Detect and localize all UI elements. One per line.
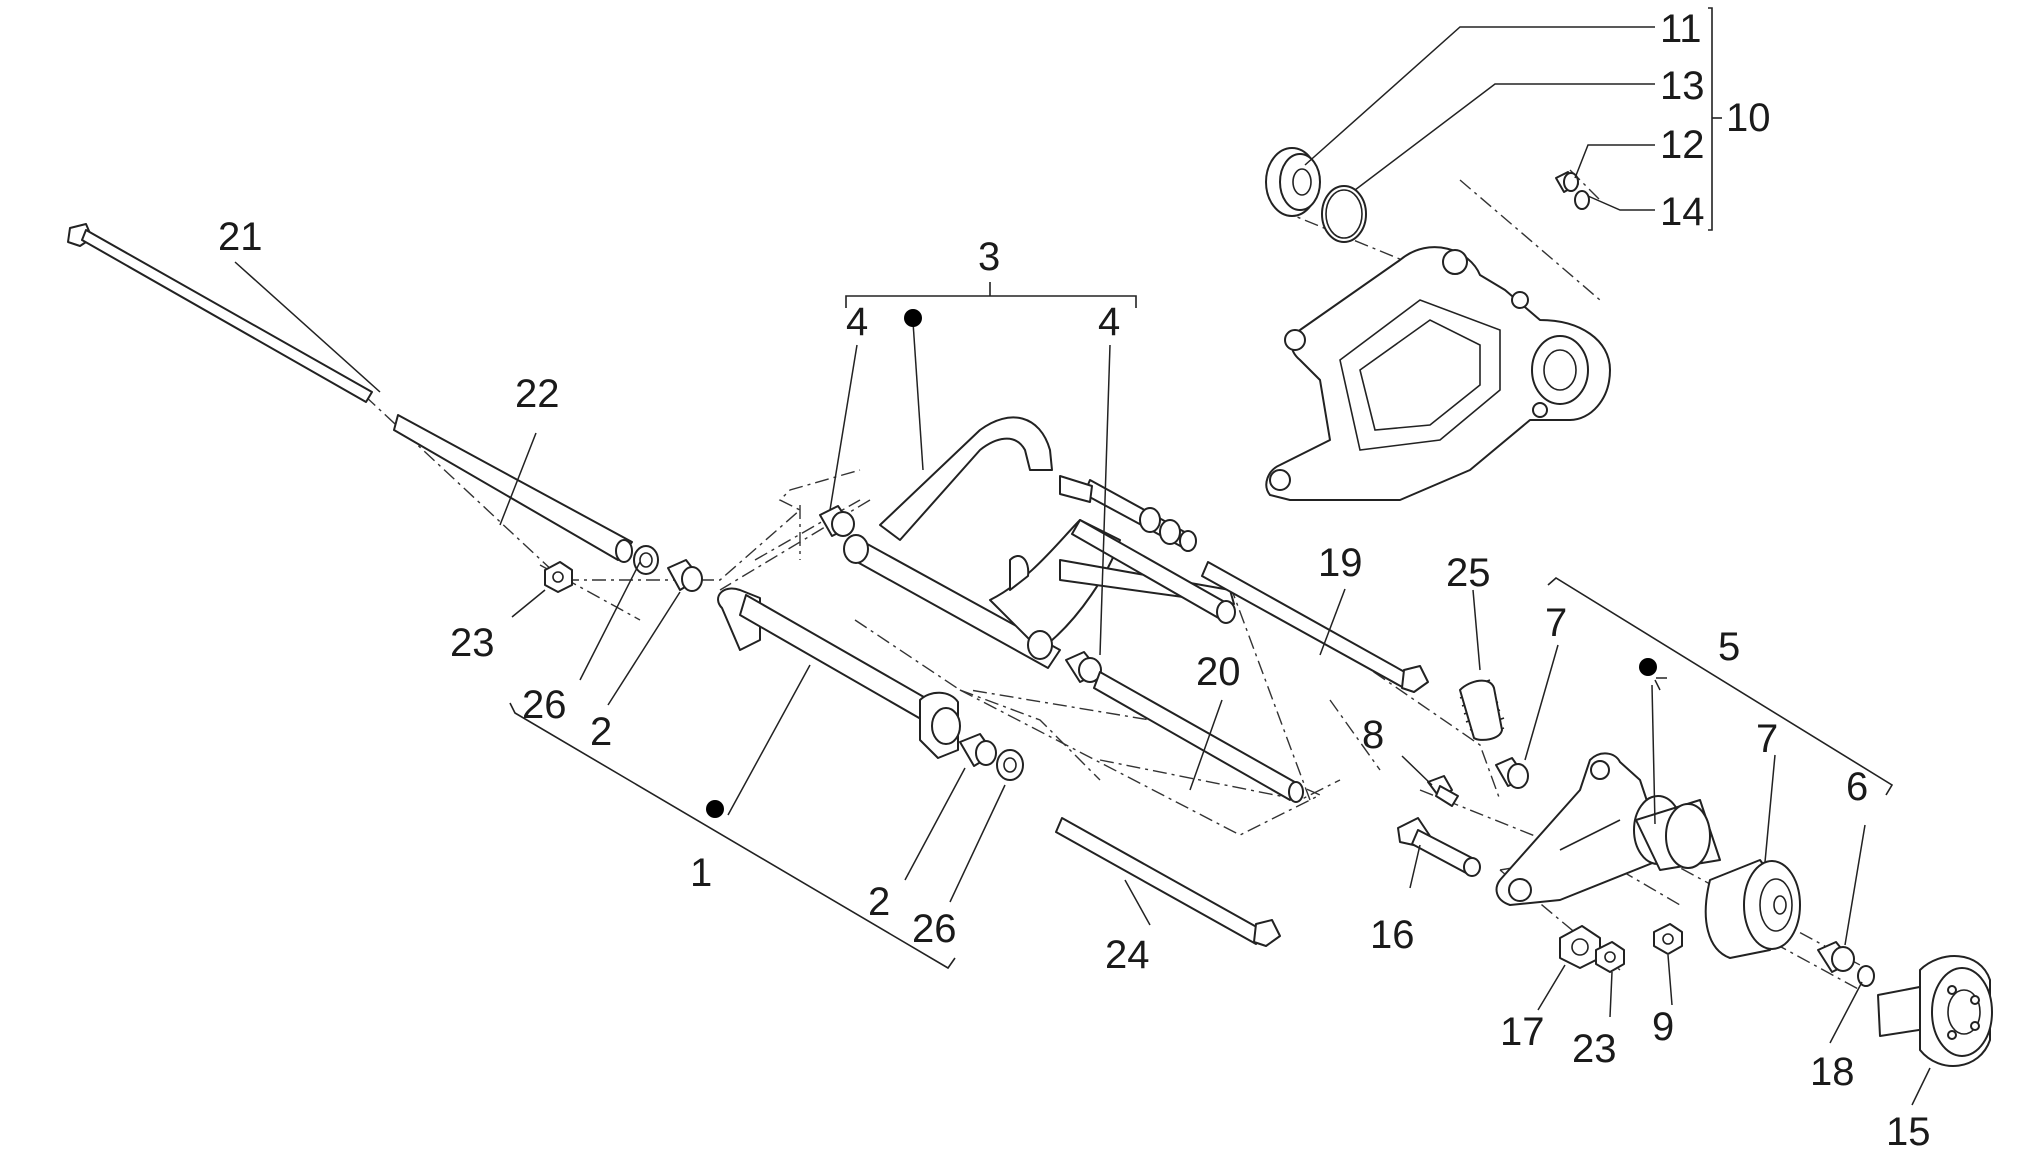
part-17-nut	[1559, 925, 1601, 969]
callout-14: 14	[1660, 190, 1705, 234]
part-5-rear-bracket	[1495, 752, 1721, 906]
callout-18: 18	[1810, 1050, 1855, 1094]
callout-9: 9	[1652, 1005, 1674, 1049]
part-26-washer-lower	[996, 749, 1024, 781]
part-23-nut-right	[1595, 941, 1625, 973]
callout-5: 5	[1718, 625, 1740, 669]
part-9-nut	[1653, 923, 1683, 955]
callout-6: 6	[1846, 765, 1868, 809]
callout-11: 11	[1660, 7, 1702, 51]
part-10-engine-bracket	[1265, 246, 1611, 501]
part-2-bushing-lower	[959, 733, 997, 767]
callout-24: 24	[1105, 933, 1150, 977]
part-4-bushing-upper	[819, 505, 855, 537]
callout-23-right: 23	[1572, 1027, 1617, 1071]
callout-1: 1	[690, 851, 712, 895]
callout-15: 15	[1886, 1110, 1931, 1153]
part-7-bushing-left	[1495, 757, 1529, 789]
part-1-pivot-tube	[717, 587, 961, 759]
part-19-bolt	[1201, 561, 1429, 693]
part-21-long-bolt	[67, 223, 373, 403]
callout-21: 21	[218, 215, 263, 259]
part-4-bushing-lower	[1065, 651, 1102, 683]
callout-16: 16	[1370, 913, 1415, 957]
callout-22: 22	[515, 372, 560, 416]
group-bracket-1	[509, 702, 956, 970]
callout-26-lower: 26	[912, 907, 957, 951]
callout-25: 25	[1446, 551, 1491, 595]
part-8-bolt	[1427, 775, 1459, 807]
part-16-bolt	[1397, 817, 1481, 877]
part-3-swing-arm-frame	[843, 416, 1236, 669]
marker-dot-1	[706, 800, 724, 818]
callout-23-left: 23	[450, 621, 495, 665]
part-6-bushing	[1817, 941, 1855, 973]
part-20-spacer	[1093, 671, 1304, 803]
part-12-small-bushing	[1555, 171, 1579, 193]
callout-4-left: 4	[846, 300, 868, 344]
callout-13: 13	[1660, 64, 1705, 108]
part-18-washer	[1857, 965, 1875, 987]
callout-2-lower: 2	[868, 880, 890, 924]
part-23-nut-left	[544, 561, 573, 593]
leader-lines	[234, 26, 1931, 1106]
part-7-silent-block	[1704, 859, 1801, 959]
marker-dot-5	[1639, 658, 1657, 676]
part-25-spring	[1459, 679, 1505, 741]
part-22-spacer-tube	[393, 414, 633, 563]
part-15-hub	[1877, 955, 1993, 1067]
part-14-clip	[1574, 190, 1590, 210]
group-bracket-10	[1708, 7, 1722, 231]
callout-20: 20	[1196, 650, 1241, 694]
part-26-washer-upper	[633, 545, 659, 575]
callout-7-right: 7	[1756, 717, 1778, 761]
callout-17: 17	[1500, 1010, 1545, 1054]
group-bracket-3	[845, 282, 1137, 308]
callout-12: 12	[1660, 123, 1705, 167]
group-bracket-5	[1547, 577, 1894, 796]
callout-26-upper: 26	[522, 683, 567, 727]
callout-2-upper: 2	[590, 710, 612, 754]
callout-3: 3	[978, 235, 1000, 279]
marker-dot-3	[904, 309, 922, 327]
part-24-bolt	[1055, 817, 1281, 947]
callout-labels: 11 13 10 12 14 21 3 4 4 22 19 25 23 7 5 …	[218, 7, 1931, 1153]
part-13-circlip	[1321, 185, 1367, 243]
callout-7-left: 7	[1545, 601, 1567, 645]
callout-8: 8	[1362, 713, 1384, 757]
callout-10: 10	[1726, 96, 1771, 140]
callout-19: 19	[1318, 541, 1363, 585]
part-2-bushing-upper	[667, 559, 703, 592]
callout-4-right: 4	[1098, 300, 1120, 344]
marker-dots	[706, 309, 1657, 818]
